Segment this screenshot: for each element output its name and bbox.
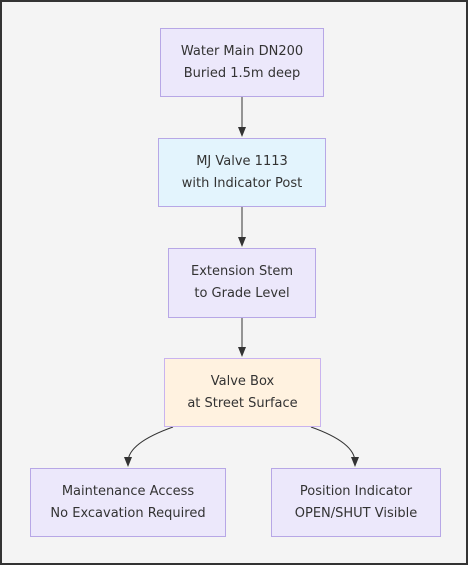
node-position-indicator-line2: OPEN/SHUT Visible bbox=[294, 505, 418, 521]
node-maintenance-access: Maintenance Access No Excavation Require… bbox=[30, 468, 226, 537]
edge-valve-box-to-position-indicator bbox=[310, 426, 359, 467]
node-maintenance-access-line1: Maintenance Access bbox=[61, 483, 195, 499]
node-extension-stem: Extension Stem to Grade Level bbox=[168, 248, 316, 318]
node-valve-box-line2: at Street Surface bbox=[187, 395, 298, 411]
node-water-main-line2: Buried 1.5m deep bbox=[183, 65, 301, 81]
node-mj-valve: MJ Valve 1113 with Indicator Post bbox=[158, 138, 326, 207]
node-mj-valve-line2: with Indicator Post bbox=[181, 175, 303, 191]
node-extension-stem-line1: Extension Stem bbox=[191, 264, 293, 279]
node-water-main: Water Main DN200 Buried 1.5m deep bbox=[160, 28, 324, 97]
node-position-indicator-line1: Position Indicator bbox=[299, 483, 413, 499]
node-maintenance-access-line2: No Excavation Required bbox=[50, 505, 206, 521]
node-water-main-line1: Water Main DN200 bbox=[180, 43, 304, 59]
node-mj-valve-line1: MJ Valve 1113 bbox=[196, 153, 288, 169]
node-valve-box-line1: Valve Box bbox=[210, 373, 275, 389]
node-valve-box: Valve Box at Street Surface bbox=[164, 358, 321, 427]
node-extension-stem-line2: to Grade Level bbox=[194, 286, 290, 301]
node-position-indicator: Position Indicator OPEN/SHUT Visible bbox=[271, 468, 441, 537]
edge-valve-box-to-maintenance-access bbox=[124, 426, 174, 467]
